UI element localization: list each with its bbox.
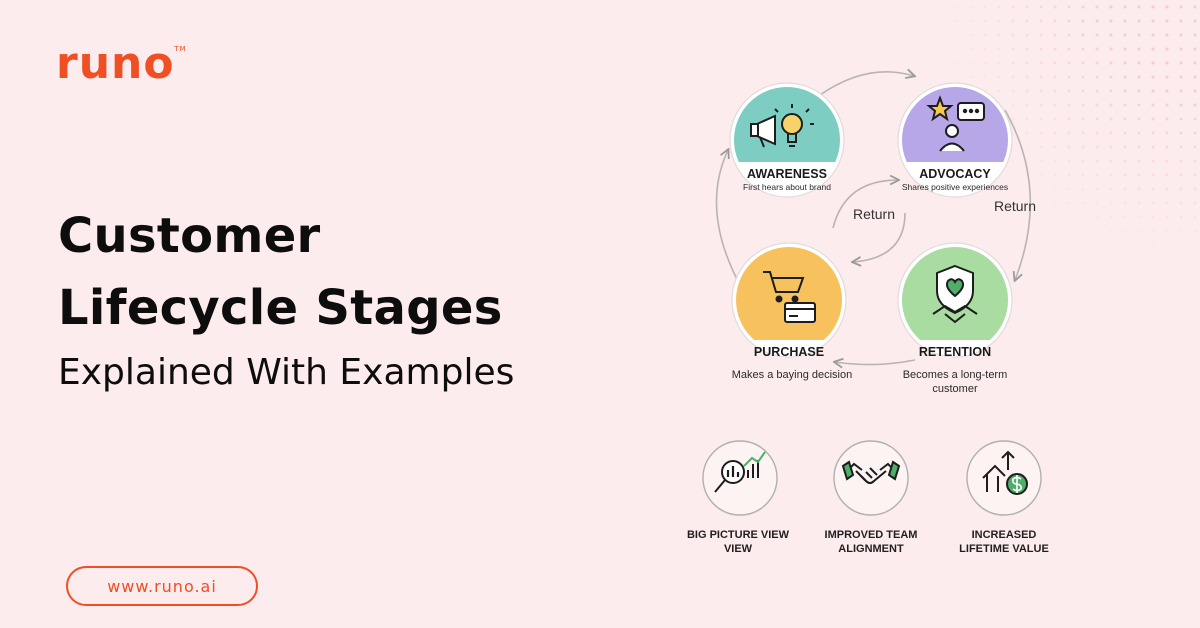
awareness-title: AWARENESS (747, 167, 827, 181)
retention-desc-line2: customer (932, 383, 978, 395)
trademark-mark: TM (174, 45, 187, 53)
cart-card-icon (763, 271, 816, 323)
magnifier-chart-icon (714, 451, 766, 493)
benefit-label-line1: INCREASED (971, 529, 1037, 541)
subtitle: Explained With Examples (58, 352, 515, 393)
awareness-desc: First hears about brand (743, 182, 831, 192)
handshake-icon (841, 460, 901, 484)
benefit-lifetime-value (966, 440, 1042, 516)
inner-return-arc-bottom (853, 212, 906, 262)
benefit-label-line2: ALIGNMENT (838, 543, 904, 555)
retention-title: RETENTION (919, 345, 991, 359)
stage-advocacy: ADVOCACY Shares positive experiences (897, 82, 1013, 198)
benefit-label-line1: IMPROVED TEAM (824, 529, 918, 541)
website-url: www.runo.ai (107, 576, 217, 596)
star-person-chat-icon (926, 95, 985, 152)
stage-awareness: AWARENESS First hears about brand (729, 82, 845, 198)
benefit-label-line1: BIG PICTURE VIEW (686, 529, 790, 541)
website-link-button[interactable]: www.runo.ai (66, 566, 258, 606)
stage-purchase: PURCHASE Makes a baying decision (731, 242, 852, 381)
arrow-awareness-to-advocacy (819, 72, 914, 96)
purchase-fill (736, 247, 842, 340)
benefit-big-picture (702, 440, 778, 516)
shield-heart-handshake-icon (932, 264, 978, 324)
outer-return-label: Return (994, 198, 1036, 214)
stage-retention: RETENTION Becomes a long-term customer (897, 242, 1013, 395)
arrow-retention-to-purchase (835, 360, 916, 365)
advocacy-title: ADVOCACY (919, 167, 991, 181)
logo-text: runo (56, 38, 175, 89)
retention-desc-line1: Becomes a long-term (903, 369, 1008, 381)
title-line-1: Customer (58, 208, 321, 264)
purchase-title: PURCHASE (754, 345, 824, 359)
title-line-2: Lifecycle Stages (58, 280, 503, 336)
benefit-label-line2: LIFETIME VALUE (959, 543, 1049, 555)
arrow-advocacy-to-retention (1004, 109, 1032, 280)
inner-return-label: Return (853, 206, 895, 222)
purchase-desc: Makes a baying decision (732, 369, 852, 381)
benefit-label-lifetime-value: INCREASED LIFETIME VALUE (934, 528, 1074, 556)
benefit-label-team-alignment: IMPROVED TEAM ALIGNMENT (801, 528, 941, 556)
benefit-label-big-picture: BIG PICTURE VIEW VIEW (668, 528, 808, 556)
megaphone-lightbulb-icon (750, 104, 814, 148)
house-dollar-growth-icon (982, 450, 1028, 495)
benefit-team-alignment (833, 440, 909, 516)
cycle-arrows (715, 72, 1032, 365)
arrow-purchase-to-awareness (715, 150, 741, 286)
benefit-label-line2: VIEW (723, 543, 753, 555)
page-title: Customer Lifecycle Stages Explained With… (58, 200, 514, 402)
advocacy-desc: Shares positive experiences (902, 182, 1008, 192)
inner-return-arc-top (832, 180, 898, 229)
